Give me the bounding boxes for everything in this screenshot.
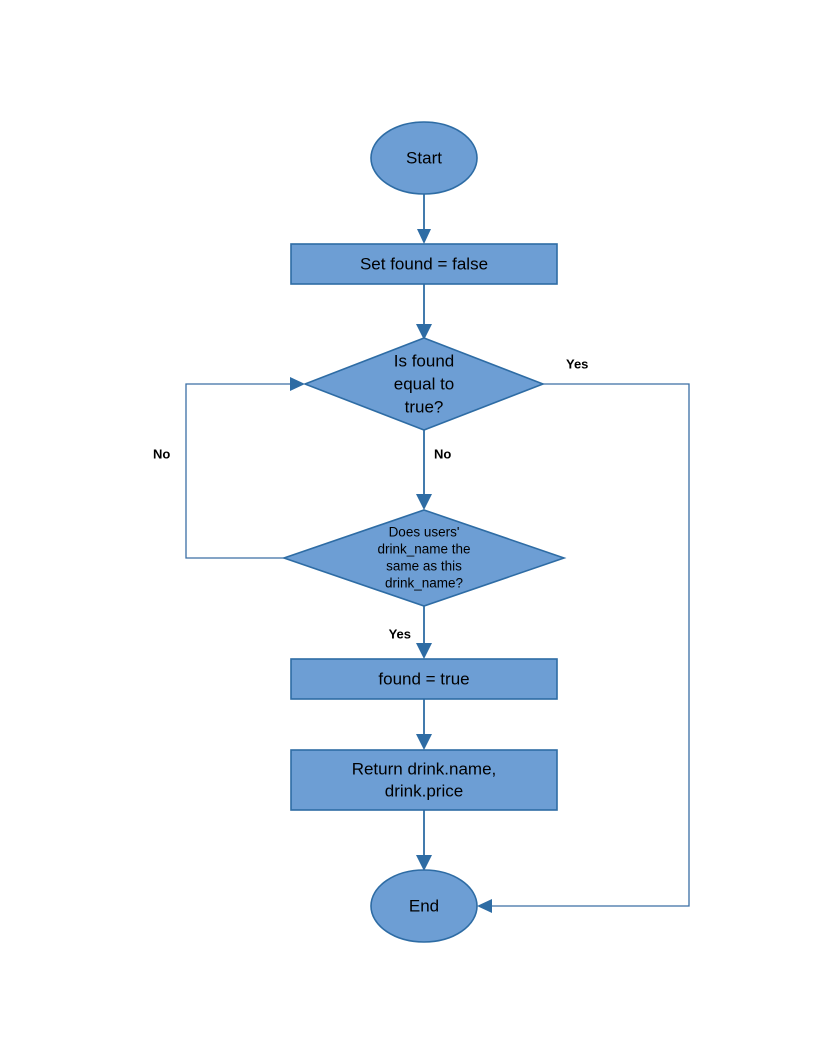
drink-name-match-label-line-1: Does users' xyxy=(389,525,460,540)
edge-label-decision1-yes: Yes xyxy=(566,356,588,371)
edge-decision1-no-to-decision2 xyxy=(416,430,432,510)
edge-label-decision1-no: No xyxy=(434,446,451,461)
return-drink-label-line-2: drink.price xyxy=(385,781,463,800)
node-set-found-false[interactable]: Set found = false xyxy=(290,243,558,285)
drink-name-match-label-line-4: drink_name? xyxy=(385,576,463,591)
end-label: End xyxy=(409,896,439,915)
is-found-true-label-line-1: Is found xyxy=(394,351,455,370)
edge-decision1-yes-to-end xyxy=(477,383,690,913)
edge-return-to-end xyxy=(416,810,432,871)
node-end[interactable]: End xyxy=(370,869,478,943)
is-found-true-label-line-2: equal to xyxy=(394,374,455,393)
edge-found-to-return xyxy=(416,699,432,750)
drink-name-match-label-line-3: same as this xyxy=(386,559,462,574)
start-label: Start xyxy=(406,148,442,167)
is-found-true-label-line-3: true? xyxy=(405,397,444,416)
edge-decision2-no-loop xyxy=(185,377,305,559)
node-is-found-true[interactable]: Is found equal to true? xyxy=(302,337,546,431)
node-return-drink[interactable]: Return drink.name, drink.price xyxy=(290,749,558,811)
return-drink-label-line-1: Return drink.name, xyxy=(352,759,497,778)
drink-name-match-diamond[interactable] xyxy=(281,509,567,607)
node-drink-name-match[interactable]: Does users' drink_name the same as this … xyxy=(281,509,567,607)
drink-name-match-label-line-2: drink_name the xyxy=(377,542,470,557)
found-true-box[interactable] xyxy=(290,658,558,700)
set-found-false-label: Set found = false xyxy=(360,254,488,273)
is-found-true-diamond[interactable] xyxy=(302,337,546,431)
node-found-true[interactable]: found = true xyxy=(290,658,558,700)
end-ellipse[interactable] xyxy=(370,869,478,943)
set-found-false-box[interactable] xyxy=(290,243,558,285)
edge-decision2-yes-to-found xyxy=(416,606,432,659)
node-start[interactable]: Start xyxy=(370,121,478,195)
start-ellipse[interactable] xyxy=(370,121,478,195)
edge-start-to-set xyxy=(417,194,431,244)
edge-label-decision2-no: No xyxy=(153,446,170,461)
return-drink-box[interactable] xyxy=(290,749,558,811)
edge-label-decision2-yes: Yes xyxy=(389,626,411,641)
edge-set-to-decision1 xyxy=(416,284,432,340)
found-true-label: found = true xyxy=(378,669,469,688)
